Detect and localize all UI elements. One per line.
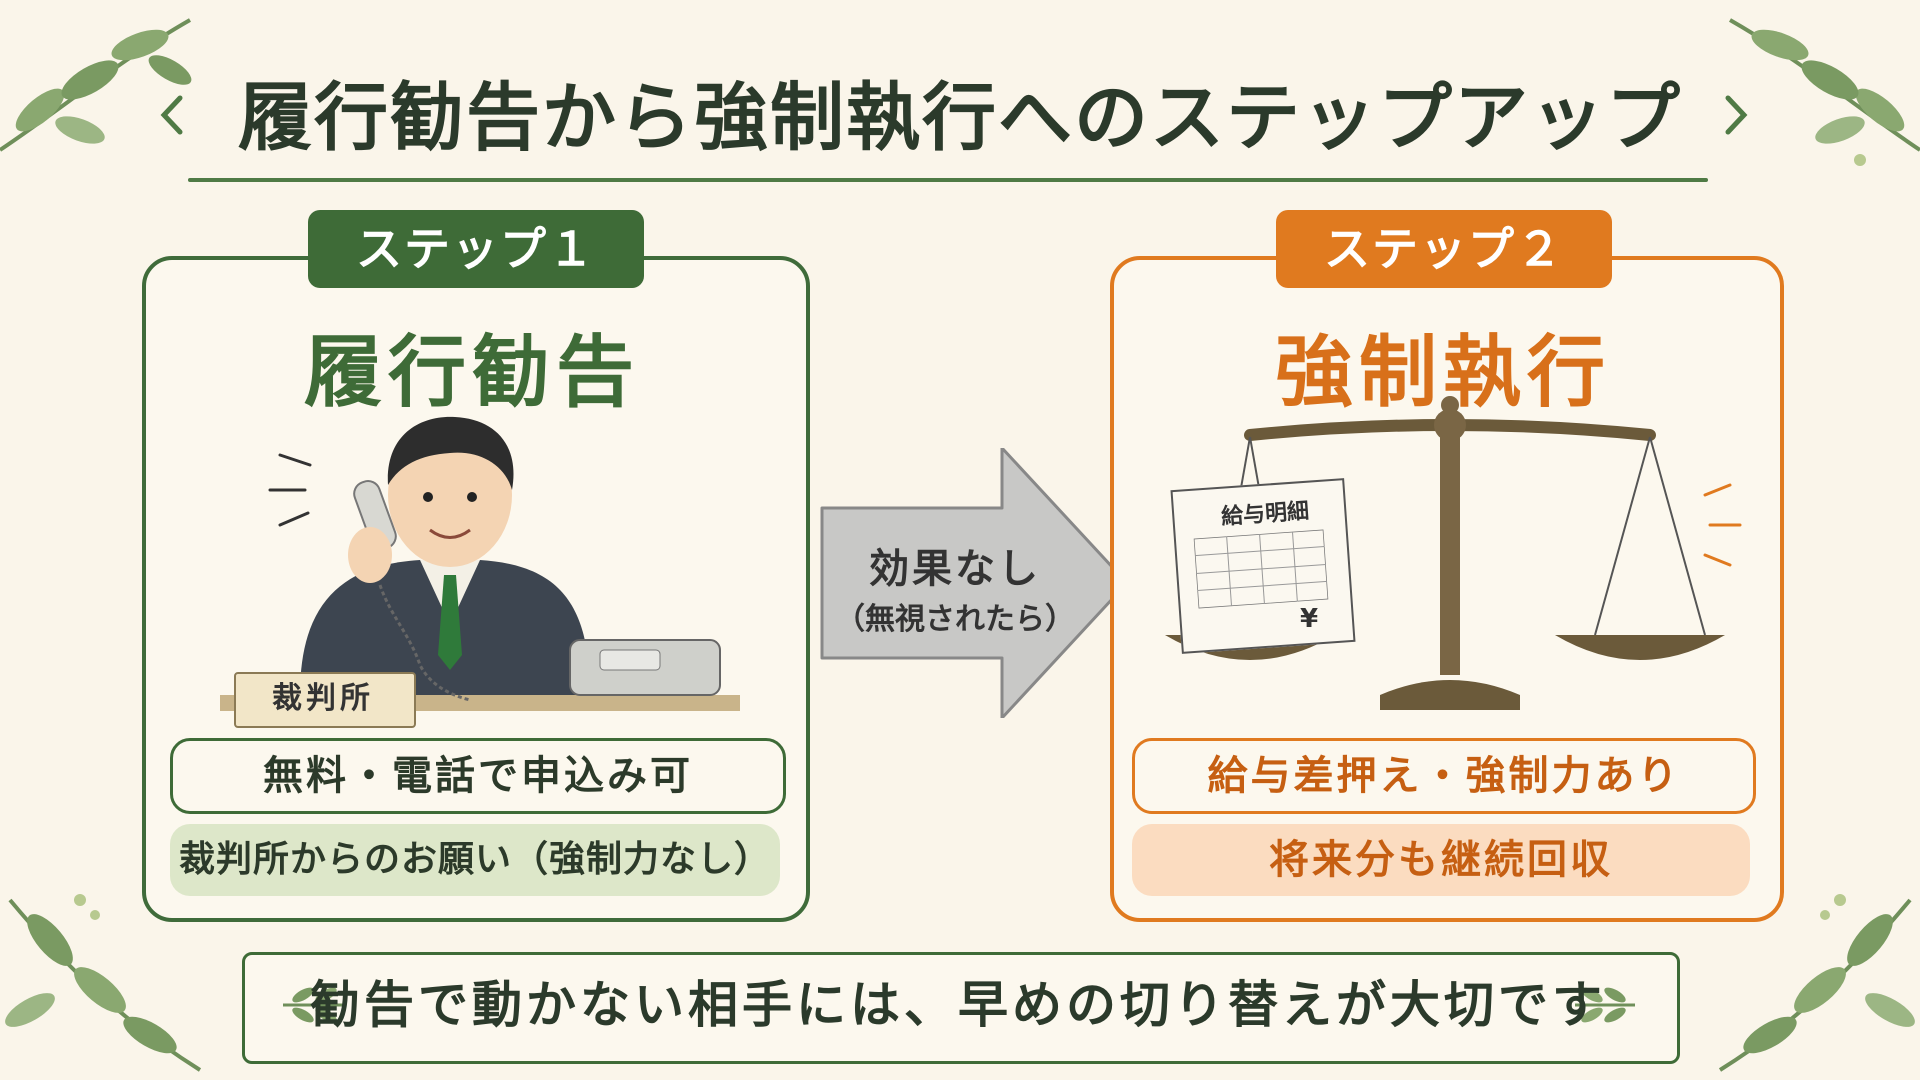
pay-slip-table-icon bbox=[1193, 529, 1329, 609]
leaf-decoration-bottom-left-icon bbox=[5, 894, 202, 1072]
title-underline bbox=[188, 178, 1708, 182]
step2-badge: ステップ２ bbox=[1276, 210, 1612, 288]
step2-feature-garnishment: 給与差押え・強制力あり bbox=[1132, 738, 1756, 814]
yen-symbol: ¥ bbox=[1300, 604, 1319, 634]
leaf-decoration-bottom-right-icon bbox=[1718, 894, 1915, 1072]
footer-box bbox=[242, 952, 1680, 1064]
footer-leaf-left-icon bbox=[283, 987, 343, 1023]
desk-sign bbox=[234, 672, 416, 728]
arrow-sublabel: （無視されたら） bbox=[835, 602, 1075, 637]
step2-feature-future-collection: 将来分も継続回収 bbox=[1132, 824, 1750, 896]
title-accent-left-icon bbox=[160, 95, 183, 135]
step-arrow-icon bbox=[820, 448, 1129, 718]
arrow-label: 効果なし bbox=[869, 546, 1041, 592]
step1-badge: ステップ１ bbox=[308, 210, 644, 288]
footer-leaf-right-icon bbox=[1575, 987, 1635, 1023]
step2-title: 強制執行 bbox=[1274, 328, 1611, 418]
page-title: 履行勧告から強制執行へのステップアップ bbox=[238, 75, 1682, 161]
title-accent-right-icon bbox=[1725, 95, 1748, 135]
step1-feature-no-force: 裁判所からのお願い（強制力なし） bbox=[170, 824, 780, 896]
desk-sign-label: 裁判所 bbox=[272, 681, 374, 716]
leaf-decoration-top-left-icon bbox=[0, 18, 192, 152]
footer-message: 勧告で動かない相手には、早めの切り替えが大切です bbox=[310, 976, 1606, 1034]
step1-title: 履行勧告 bbox=[303, 328, 640, 418]
leaf-decoration-top-right-icon bbox=[1729, 18, 1920, 166]
step1-feature-free: 無料・電話で申込み可 bbox=[170, 738, 786, 814]
